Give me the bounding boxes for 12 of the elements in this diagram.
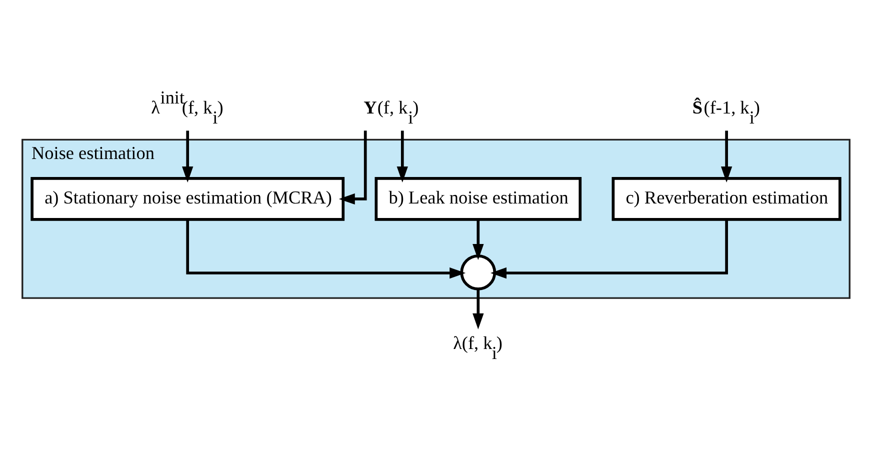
arrow (338, 130, 367, 205)
arrow (472, 289, 484, 330)
arrow (186, 220, 466, 279)
node-box: c) Reverberation estimation (612, 177, 842, 221)
arrow (182, 130, 194, 182)
node-circle (460, 254, 496, 290)
arrow (472, 220, 484, 260)
node-box: a) Stationary noise estimation (MCRA) (30, 177, 345, 221)
arrow (720, 130, 732, 182)
node-box: b) Leak noise estimation (374, 177, 582, 221)
arrow (490, 220, 728, 279)
arrow (396, 130, 408, 182)
